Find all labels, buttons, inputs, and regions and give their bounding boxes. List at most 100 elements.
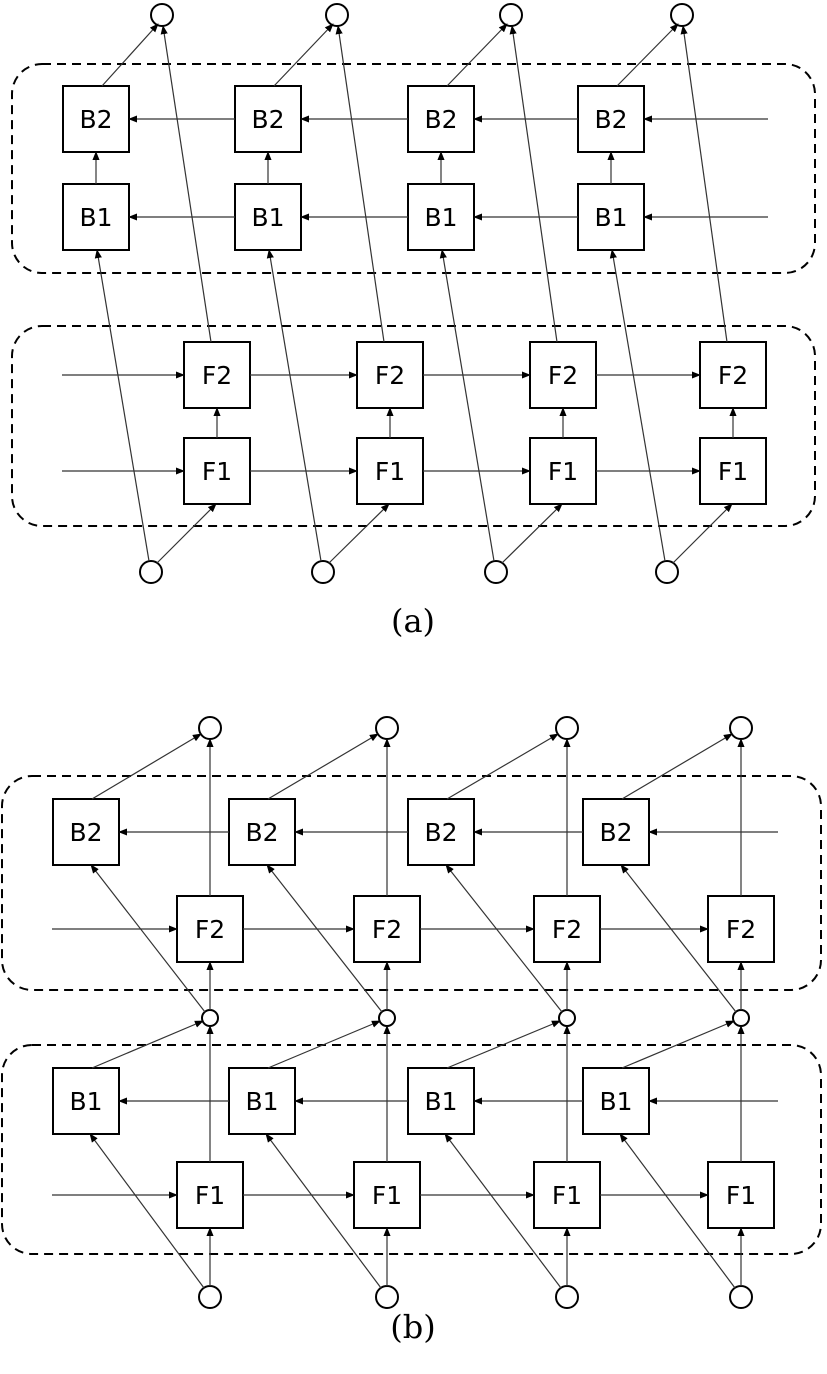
b-input-to-b1-3 bbox=[444, 1133, 562, 1289]
b-b2-to-output-4 bbox=[621, 733, 733, 800]
b-b1-2-box bbox=[228, 1067, 296, 1135]
b-mid-to-b2-1 bbox=[90, 864, 206, 1013]
a-input-to-b1-4 bbox=[609, 249, 666, 562]
a-input-to-f1-2 bbox=[328, 503, 390, 564]
b-b2-1-box bbox=[52, 798, 120, 866]
a-b2-to-output-3 bbox=[446, 23, 508, 87]
a-input-circle-4 bbox=[655, 560, 679, 584]
a-f1-4-box bbox=[699, 437, 767, 505]
a-b1-2-label: B1 bbox=[251, 203, 284, 232]
a-b2-4-label: B2 bbox=[594, 105, 627, 134]
b-b1-2-label: B1 bbox=[245, 1087, 278, 1116]
a-f2-4-label: F2 bbox=[718, 361, 748, 390]
b-f1-3-label: F1 bbox=[552, 1181, 582, 1210]
a-output-circle-3 bbox=[499, 3, 523, 27]
b-f1-2-label: F1 bbox=[372, 1181, 402, 1210]
b-b2-2-label: B2 bbox=[245, 818, 278, 847]
a-b2-2-label: B2 bbox=[251, 105, 284, 134]
b-output-circle-3 bbox=[555, 716, 579, 740]
a-f2-1-label: F2 bbox=[202, 361, 232, 390]
b-hidden-circle-1 bbox=[201, 1009, 219, 1027]
a-input-to-b1-1 bbox=[94, 249, 150, 562]
b-f2-3-label: F2 bbox=[552, 915, 582, 944]
b-input-to-b1-4 bbox=[619, 1133, 736, 1289]
a-input-to-f1-3 bbox=[501, 503, 563, 564]
b-b2-3-label: B2 bbox=[424, 818, 457, 847]
group-a-backward bbox=[11, 63, 816, 274]
a-f2-3-label: F2 bbox=[548, 361, 578, 390]
a-f1-4-label: F1 bbox=[718, 457, 748, 486]
a-f1-1-label: F1 bbox=[202, 457, 232, 486]
b-b1-to-mid-1 bbox=[91, 1020, 204, 1069]
b-b1-3-label: B1 bbox=[424, 1087, 457, 1116]
b-input-to-b1-2 bbox=[265, 1133, 382, 1289]
b-b1-to-mid-3 bbox=[446, 1020, 561, 1069]
a-f1-3-label: F1 bbox=[548, 457, 578, 486]
a-f2-to-output-3 bbox=[509, 25, 558, 343]
a-b2-to-output-1 bbox=[101, 23, 159, 87]
a-b1-4-box bbox=[577, 183, 645, 251]
b-b2-to-output-1 bbox=[91, 733, 202, 800]
a-b2-to-output-4 bbox=[616, 23, 679, 87]
a-b2-3-label: B2 bbox=[424, 105, 457, 134]
a-input-circle-1 bbox=[139, 560, 163, 584]
b-input-circle-4 bbox=[729, 1285, 753, 1309]
a-input-to-b1-3 bbox=[439, 249, 495, 562]
a-b1-1-label: B1 bbox=[79, 203, 112, 232]
a-b2-1-label: B2 bbox=[79, 105, 112, 134]
group-a-forward bbox=[11, 325, 816, 527]
a-f2-to-output-4 bbox=[680, 25, 728, 343]
b-hidden-circle-2 bbox=[378, 1009, 396, 1027]
b-b2-to-output-2 bbox=[267, 733, 379, 800]
b-input-circle-3 bbox=[555, 1285, 579, 1309]
b-input-circle-1 bbox=[198, 1285, 222, 1309]
a-f1-2-box bbox=[356, 437, 424, 505]
caption-a: (a) bbox=[391, 602, 435, 640]
a-input-circle-3 bbox=[484, 560, 508, 584]
b-input-to-b1-1 bbox=[89, 1133, 205, 1289]
b-b2-1-label: B2 bbox=[69, 818, 102, 847]
a-f2-to-output-1 bbox=[160, 25, 212, 343]
b-f2-4-label: F2 bbox=[726, 915, 756, 944]
a-output-circle-2 bbox=[325, 3, 349, 27]
a-b2-to-output-2 bbox=[273, 23, 334, 87]
b-b1-1-label: B1 bbox=[69, 1087, 102, 1116]
a-input-to-f1-1 bbox=[156, 503, 217, 564]
group-b-layer2 bbox=[1, 775, 822, 991]
b-f2-2-label: F2 bbox=[372, 915, 402, 944]
a-b1-3-label: B1 bbox=[424, 203, 457, 232]
b-mid-to-b2-2 bbox=[266, 864, 383, 1013]
a-input-to-f1-4 bbox=[672, 503, 733, 564]
b-b1-4-label: B1 bbox=[599, 1087, 632, 1116]
a-b2-4-box bbox=[577, 85, 645, 153]
a-output-circle-4 bbox=[670, 3, 694, 27]
b-output-circle-1 bbox=[198, 716, 222, 740]
b-mid-to-b2-4 bbox=[620, 864, 737, 1013]
b-b2-4-label: B2 bbox=[599, 818, 632, 847]
b-input-circle-2 bbox=[375, 1285, 399, 1309]
a-output-circle-1 bbox=[150, 3, 174, 27]
b-hidden-circle-3 bbox=[558, 1009, 576, 1027]
a-b1-4-label: B1 bbox=[594, 203, 627, 232]
b-b2-2-box bbox=[228, 798, 296, 866]
a-f2-2-label: F2 bbox=[375, 361, 405, 390]
group-b-layer1 bbox=[1, 1044, 822, 1255]
a-input-to-b1-2 bbox=[266, 249, 322, 562]
a-b2-3-box bbox=[407, 85, 475, 153]
a-f2-to-output-2 bbox=[335, 25, 385, 343]
a-f1-2-label: F1 bbox=[375, 457, 405, 486]
b-b2-to-output-3 bbox=[446, 733, 559, 800]
b-f1-4-label: F1 bbox=[726, 1181, 756, 1210]
b-f2-1-label: F2 bbox=[195, 915, 225, 944]
caption-b: (b) bbox=[390, 1308, 435, 1346]
b-b1-to-mid-2 bbox=[267, 1020, 381, 1069]
a-b1-3-box bbox=[407, 183, 475, 251]
b-mid-to-b2-3 bbox=[445, 864, 563, 1013]
b-output-circle-4 bbox=[729, 716, 753, 740]
b-hidden-circle-4 bbox=[732, 1009, 750, 1027]
b-f1-1-label: F1 bbox=[195, 1181, 225, 1210]
b-output-circle-2 bbox=[375, 716, 399, 740]
